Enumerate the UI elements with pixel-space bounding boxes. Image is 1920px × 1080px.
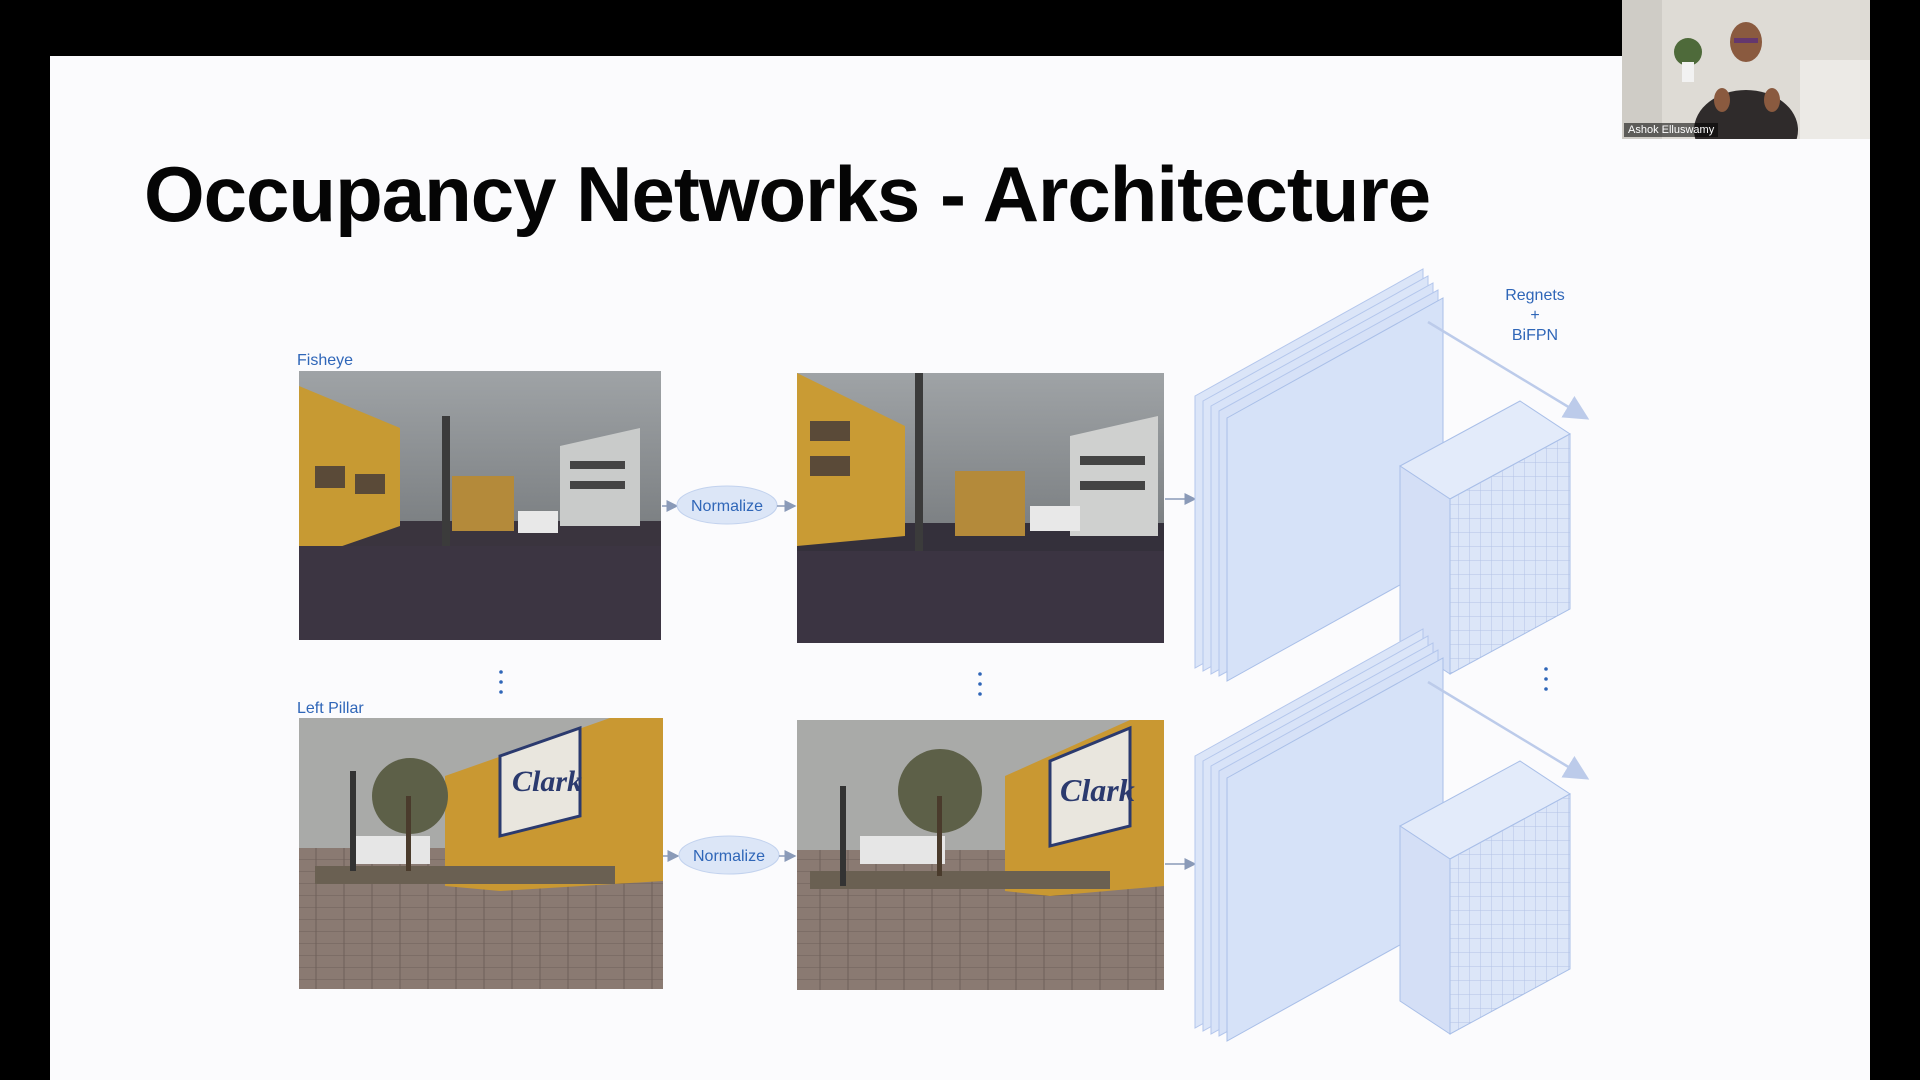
feature-grid-2 [1399,760,1571,1035]
backbone-layers-1 [1194,268,1444,682]
svg-text:Clark: Clark [512,765,582,798]
camera-label-left-pillar: Left Pillar [297,700,364,717]
webcam-video: Ashok Elluswamy [1622,0,1870,139]
backbone-label-line3: BiFPN [1512,327,1558,344]
speaker-name-label: Ashok Elluswamy [1624,123,1719,137]
fisheye-normalized-image [797,373,1164,643]
slide: Occupancy Networks - Architecture Fishey… [50,56,1870,1080]
backbone-label-line2: + [1530,307,1539,324]
left-pillar-raw-image: Clark [299,718,663,989]
normalize-node-2 [678,835,780,875]
backbone-layers-2 [1194,628,1444,1042]
normalize-label-1: Normalize [691,498,763,515]
slide-title: Occupancy Networks - Architecture [144,150,1431,238]
architecture-diagram: Fisheye Normalize [297,268,1590,1042]
fisheye-raw-image [299,371,661,640]
camera-label-fisheye: Fisheye [297,352,353,369]
normalize-node-1 [676,485,778,525]
feature-grid-1 [1399,400,1571,675]
ellipsis-dots [499,667,1548,696]
svg-text:Clark: Clark [1060,772,1135,808]
left-pillar-normalized-image: Clark [797,720,1164,990]
backbone-label-line1: Regnets [1505,287,1565,304]
speaker-video-frame [1622,0,1870,139]
normalize-label-2: Normalize [693,848,765,865]
